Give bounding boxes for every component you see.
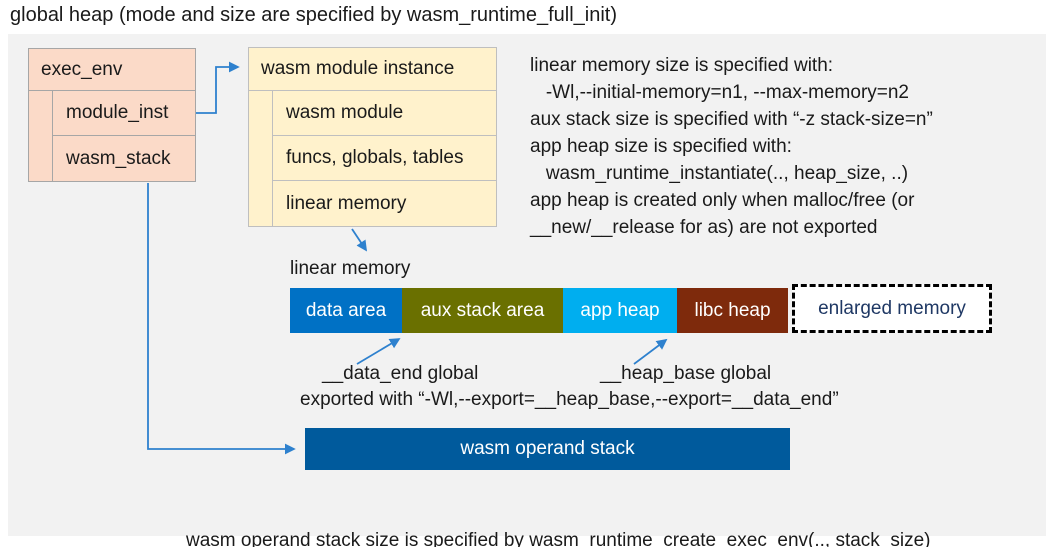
wasm-operand-stack-bar: wasm operand stack — [305, 428, 790, 470]
exec-env-rows: module_inst wasm_stack — [53, 91, 195, 181]
enlarged-memory-label: enlarged memory — [818, 297, 966, 319]
memory-size-notes: linear memory size is specified with: -W… — [530, 52, 933, 241]
linear-memory-bar: data area aux stack area app heap libc h… — [290, 288, 788, 333]
exec-env-row-wasm-stack: wasm_stack — [66, 147, 171, 169]
segment-aux-stack-area: aux stack area — [402, 288, 563, 333]
note-line-app-heap: app heap size is specified with: — [530, 136, 792, 157]
note-line-instantiate: wasm_runtime_instantiate(.., heap_size, … — [530, 163, 909, 184]
linear-memory-label: linear memory — [290, 258, 411, 279]
exported-with-annotation: exported with “-Wl,--export=__heap_base,… — [300, 389, 839, 410]
exec-env-header: exec_env — [29, 49, 195, 91]
wasm-module-instance-indent-column — [249, 91, 273, 226]
exec-env-box: exec_env module_inst wasm_stack — [28, 48, 196, 182]
footer-notes: wasm operand stack size is specified by … — [186, 478, 931, 547]
exec-env-body: module_inst wasm_stack — [29, 91, 195, 181]
diagram-title: global heap (mode and size are specified… — [10, 4, 617, 26]
wasm-module-instance-header: wasm module instance — [249, 48, 496, 91]
enlarged-memory-box: enlarged memory — [792, 284, 992, 333]
note-line-malloc-free: app heap is created only when malloc/fre… — [530, 190, 915, 211]
wasm-module-instance-rows: wasm module funcs, globals, tables linea… — [273, 91, 496, 226]
segment-data-area: data area — [290, 288, 402, 333]
note-line-aux-stack: aux stack size is specified with “-z sta… — [530, 109, 933, 130]
footer-line-stack-size: wasm operand stack size is specified by … — [186, 530, 931, 547]
module-row-funcs-globals-tables: funcs, globals, tables — [273, 136, 496, 181]
exec-env-row-module-inst: module_inst — [53, 91, 195, 136]
segment-app-heap: app heap — [563, 288, 677, 333]
exec-env-indent-column — [29, 91, 53, 181]
module-row-linear-memory: linear memory — [286, 192, 407, 214]
segment-libc-heap: libc heap — [677, 288, 788, 333]
module-row-wasm-module: wasm module — [273, 91, 496, 136]
wasm-operand-stack-label: wasm operand stack — [460, 438, 635, 459]
note-line-new-release: __new/__release for as) are not exported — [530, 217, 878, 238]
wasm-module-instance-box: wasm module instance wasm module funcs, … — [248, 47, 497, 227]
note-line-wl-flags: -Wl,--initial-memory=n1, --max-memory=n2 — [530, 82, 909, 103]
wasm-module-instance-body: wasm module funcs, globals, tables linea… — [249, 91, 496, 226]
data-end-global-annotation: __data_end global — [322, 363, 479, 384]
note-line-linear-memory: linear memory size is specified with: — [530, 55, 834, 76]
heap-base-global-annotation: __heap_base global — [600, 363, 772, 384]
